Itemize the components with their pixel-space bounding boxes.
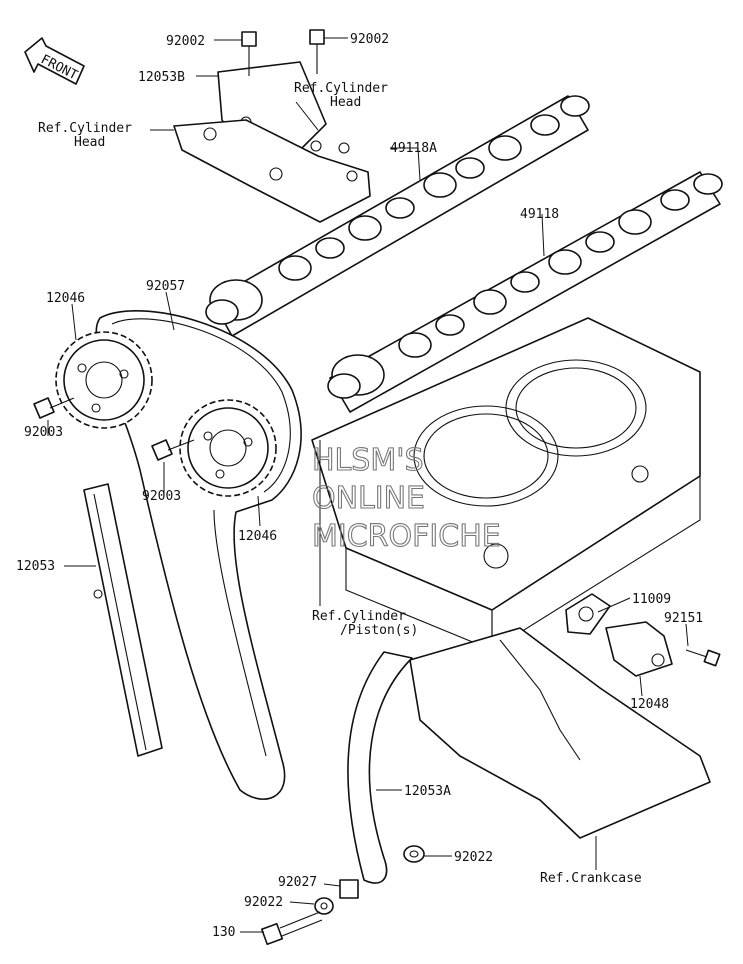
label-49118: 49118 <box>520 207 559 222</box>
label-12053b: 12053B <box>138 70 185 85</box>
label-92151: 92151 <box>664 611 703 626</box>
spacer-92027 <box>339 879 359 899</box>
label-ref-cylinder-head-right: Ref.Cylinder <box>294 81 388 96</box>
label-130: 130 <box>212 925 235 940</box>
label-ref-cylinder-head-left-2: Head <box>74 135 105 150</box>
cylinder-head-cap <box>173 119 371 223</box>
label-92003-lower: 92003 <box>142 489 181 504</box>
front-arrow-icon: FRONT <box>24 37 85 85</box>
bolt-92003-lower <box>151 439 195 461</box>
label-ref-crankcase: Ref.Crankcase <box>540 871 642 886</box>
chain-guide-12053 <box>83 483 163 757</box>
label-ref-cylinder-head-right-2: Head <box>330 95 361 110</box>
gasket-11009 <box>565 593 611 635</box>
chain-guide-12053a <box>347 651 413 884</box>
label-ref-cylinder-head-left: Ref.Cylinder <box>38 121 132 136</box>
washer-92022-left <box>314 897 334 915</box>
label-ref-cylinder-piston-2: /Piston(s) <box>340 623 418 638</box>
label-ref-cylinder-piston: Ref.Cylinder <box>312 609 406 624</box>
watermark-line-3: MICROFICHE <box>312 519 501 554</box>
sprocket-12046-lower <box>179 399 277 497</box>
label-92027: 92027 <box>278 875 317 890</box>
bolt-92002-right <box>309 29 325 74</box>
label-92002-left: 92002 <box>166 34 205 49</box>
part-labels: 92002 92002 12053B Ref.Cylinder Head Ref… <box>16 32 703 940</box>
sprocket-12046-upper <box>55 331 153 429</box>
camshaft-49118a <box>205 95 590 337</box>
label-11009: 11009 <box>632 592 671 607</box>
label-12053a: 12053A <box>404 784 451 799</box>
watermark-line-1: HLSM'S <box>312 443 424 478</box>
label-12046-lower: 12046 <box>238 529 277 544</box>
washer-92022-right <box>403 845 425 863</box>
bolt-130 <box>260 911 323 946</box>
label-12046-upper: 12046 <box>46 291 85 306</box>
tensioner-12048 <box>605 621 673 677</box>
label-92057: 92057 <box>146 279 185 294</box>
leader-lines <box>47 37 689 933</box>
label-12053: 12053 <box>16 559 55 574</box>
watermark: HLSM'S ONLINE MICROFICHE <box>311 442 501 554</box>
label-49118a: 49118A <box>390 141 437 156</box>
label-92002-right: 92002 <box>350 32 389 47</box>
label-92003-upper: 92003 <box>24 425 63 440</box>
label-92022-right: 92022 <box>454 850 493 865</box>
bolt-92003-upper <box>33 397 75 419</box>
crankcase <box>409 627 711 839</box>
label-92022-left: 92022 <box>244 895 283 910</box>
watermark-line-2: ONLINE <box>312 481 425 516</box>
label-12048: 12048 <box>630 697 669 712</box>
bolt-92002-left <box>241 31 257 76</box>
cylinder-block <box>311 317 701 651</box>
camshaft-49118 <box>327 171 723 413</box>
bolt-92151 <box>685 649 721 667</box>
